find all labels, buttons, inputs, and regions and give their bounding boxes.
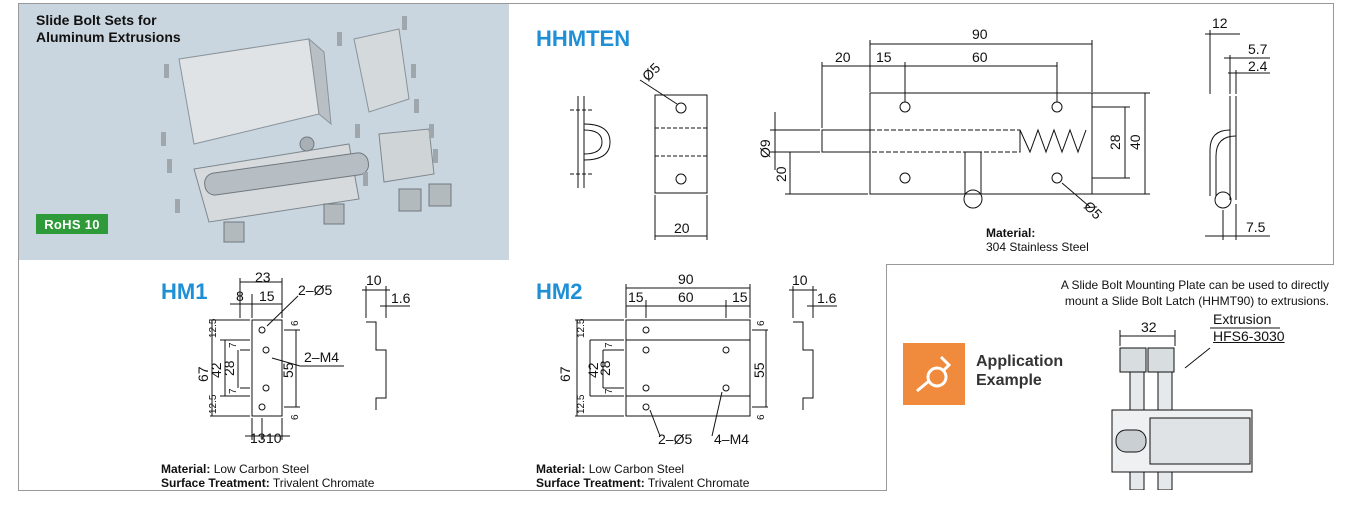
application-drawing: 32 Extrusion [1111, 318, 1280, 490]
hm1-dim-tap: 2–M4 [304, 349, 339, 365]
hhmten-code: HHMTEN [536, 26, 631, 51]
hhmten-dim-width-20: 20 [674, 220, 690, 236]
hhmten-material-value: 304 Stainless Steel [986, 240, 1089, 254]
hm2-dim-h28: 28 [597, 360, 613, 376]
hm1-dim-h6a: 6 [290, 320, 301, 326]
hm2-dim-h7b: 7 [604, 388, 615, 394]
application-extrusion-part: HFS6-3030 [1213, 328, 1285, 344]
hm1-dim-w15: 15 [259, 288, 275, 304]
hhmten-dim-span-60: 60 [972, 49, 988, 65]
photo-title-line1: Slide Bolt Sets for [36, 12, 157, 28]
hhmten-side-profile [570, 96, 611, 188]
hm2-material: Material: Low Carbon Steel Surface Treat… [536, 462, 749, 490]
hm2-dim-side10: 10 [792, 272, 808, 288]
product-photo-illustration [161, 16, 452, 243]
application-title: Application Example [976, 352, 1063, 390]
hm2-dim-h12-5a: 12.5 [576, 318, 587, 338]
hhmten-dim-side-12: 12 [1212, 15, 1228, 31]
wrench-icon [916, 355, 952, 393]
hm2-dim-tap: 4–M4 [714, 431, 749, 447]
hm1-dim-w8: 8 [236, 288, 244, 304]
application-icon [903, 343, 965, 405]
catalog-frame [18, 3, 1334, 491]
hm1-dim-h6b: 6 [290, 414, 301, 420]
hm1-dim-b13: 13 [250, 430, 266, 446]
hm2-dim-h42: 42 [585, 362, 601, 378]
application-title-line2: Example [976, 372, 1042, 389]
hm1-dim-h12-5a: 12.5 [208, 318, 219, 338]
hm1-dim-h7a: 7 [228, 342, 239, 348]
hm1-dim-w23: 23 [255, 269, 271, 285]
hm1-dim-h42: 42 [208, 362, 224, 378]
hm2-dim-side1-6: 1.6 [817, 290, 837, 306]
hm2-material-label: Material: [536, 462, 586, 476]
hhmten-dim-height-28: 28 [1107, 134, 1123, 150]
hm1-dim-h67: 67 [195, 366, 211, 382]
hhmten-dim-side-7-5: 7.5 [1246, 219, 1266, 235]
hhmten-dim-height-20: 20 [773, 166, 789, 182]
hm2-code: HM2 [536, 279, 583, 304]
hhmten-dim-total-90: 90 [972, 26, 988, 42]
hhmten-dim-hole-5: Ø5 [1081, 198, 1106, 223]
hm1-dim-b10: 10 [266, 430, 282, 446]
hm1-dim-h28: 28 [221, 360, 237, 376]
hm2-surface-value: Trivalent Chromate [647, 476, 750, 490]
hm1-dim-side10: 10 [366, 272, 382, 288]
application-note: A Slide Bolt Mounting Plate can be used … [1061, 277, 1329, 309]
hm1-dim-side1-6: 1.6 [391, 290, 411, 306]
hm2-dim-w90: 90 [678, 271, 694, 287]
hm2-material-value: Low Carbon Steel [588, 462, 685, 476]
hhmten-dim-height-40: 40 [1127, 134, 1143, 150]
hm2-dim-h6b: 6 [756, 414, 767, 420]
hhmten-dim-dia-9: Ø9 [757, 139, 773, 158]
hm2-dim-h7a: 7 [604, 342, 615, 348]
hm1-surface-value: Trivalent Chromate [272, 476, 375, 490]
hhmten-material-label: Material: [986, 226, 1036, 240]
application-note-line1: A Slide Bolt Mounting Plate can be used … [1060, 278, 1329, 292]
hhmten-dim-offset-15: 15 [876, 49, 892, 65]
hhmten-dim-small-hole: Ø5 [639, 59, 664, 84]
hm1-surface-label: Surface Treatment: [161, 476, 270, 490]
photo-title-line2: Aluminum Extrusions [36, 29, 181, 45]
hm1-code: HM1 [161, 279, 208, 304]
application-extrusion-label: Extrusion [1213, 318, 1271, 319]
hm2-drawing [575, 284, 837, 437]
hm1-dim-hole: 2–Ø5 [298, 282, 332, 298]
hm2-dim-w15a: 15 [628, 289, 644, 305]
hm1-dim-h7b: 7 [228, 388, 239, 394]
hm2-dim-h67: 67 [557, 366, 573, 382]
application-note-line2: mount a Slide Bolt Latch (HHMT90) to ext… [1064, 294, 1329, 308]
hm1-material-value: Low Carbon Steel [213, 462, 310, 476]
hhmten-dim-offset-20: 20 [835, 49, 851, 65]
hm2-surface-label: Surface Treatment: [536, 476, 645, 490]
hm1-dim-h12-5b: 12.5 [208, 394, 219, 414]
hm1-drawing [210, 278, 410, 440]
application-title-line1: Application [976, 353, 1064, 370]
hhmten-dim-side-5-7: 5.7 [1248, 41, 1268, 57]
hm2-dim-h55: 55 [751, 362, 767, 378]
hhmten-right-profile [1205, 30, 1270, 240]
hm2-dim-hole: 2–Ø5 [658, 431, 692, 447]
application-dim-32: 32 [1141, 319, 1157, 335]
photo-title: Slide Bolt Sets for Aluminum Extrusions [36, 12, 181, 46]
hm2-dim-w60: 60 [678, 289, 694, 305]
hm1-material: Material: Low Carbon Steel Surface Treat… [161, 462, 374, 490]
hhmten-material: Material: 304 Stainless Steel [986, 226, 1089, 254]
hm2-dim-h12-5b: 12.5 [576, 394, 587, 414]
hm1-dim-h55: 55 [280, 362, 296, 378]
hhmten-small-plate [639, 79, 708, 240]
hm2-dim-h6a: 6 [756, 320, 767, 326]
hm2-dim-w15b: 15 [732, 289, 748, 305]
hhmten-dim-side-2-4: 2.4 [1248, 58, 1268, 74]
rohs-badge: RoHS 10 [36, 214, 108, 234]
hm1-material-label: Material: [161, 462, 211, 476]
application-extrusion-label-text: Extrusion [1213, 311, 1272, 327]
hhmten-main-body [770, 40, 1150, 209]
